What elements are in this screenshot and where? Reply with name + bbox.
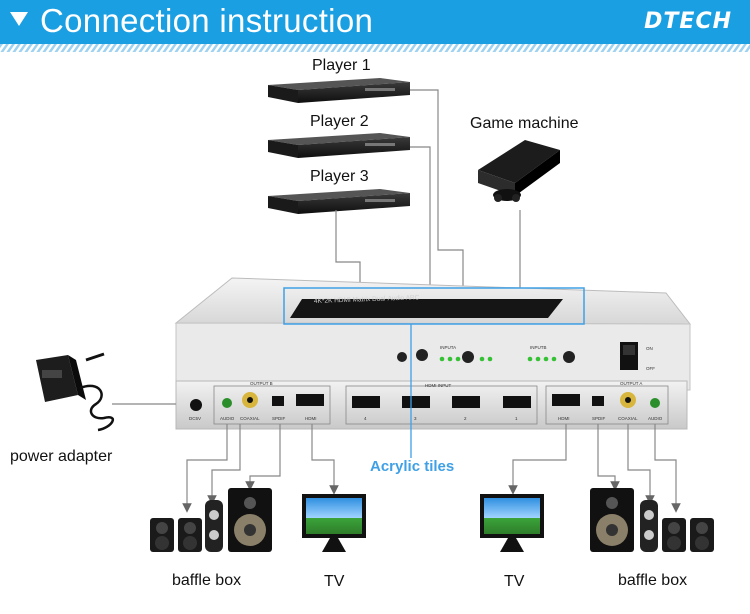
power-adapter-label: power adapter — [10, 448, 113, 465]
brand-logo: DTECH — [644, 9, 732, 34]
header-banner: Connection instruction DTECH — [0, 0, 750, 44]
hdmi-b-label: HDMI — [305, 416, 317, 421]
port-4-label: 4 — [364, 416, 367, 421]
player-1-device — [268, 78, 410, 103]
player-3-label: Player 3 — [310, 168, 369, 185]
audio-a-label: AUDIO — [648, 416, 663, 421]
spdif-b-label: SPDIF — [272, 416, 286, 421]
player-3-device — [268, 189, 410, 214]
acrylic-tiles-label: Acrylic tiles — [370, 458, 455, 475]
baffle-box-left-label: baffle box — [172, 572, 242, 589]
baffle-box-left — [150, 488, 272, 552]
port-3-label: 3 — [414, 416, 417, 421]
output-cables — [182, 424, 681, 513]
dc5v-label: DC5V — [189, 416, 201, 421]
inputb-label: INPUTB — [530, 345, 547, 350]
panel-text: 4K*2K HDMI Matrix Dual-Audio ARC — [314, 294, 420, 305]
hdmi-matrix-device — [174, 277, 692, 430]
game-machine-label: Game machine — [470, 115, 579, 132]
tv-right-label: TV — [504, 573, 525, 590]
baffle-box-right — [590, 488, 714, 552]
on-label: ON — [646, 346, 653, 351]
coaxial-b-label: COAXIAL — [240, 416, 260, 421]
triangle-down-icon — [10, 12, 28, 26]
header-stripe — [0, 44, 750, 52]
output-b-label: OUTPUT B — [250, 381, 273, 386]
baffle-box-right-label: baffle box — [618, 572, 688, 589]
player-2-device — [268, 133, 410, 158]
player-1-label: Player 1 — [312, 57, 371, 74]
page-title: Connection instruction — [40, 2, 374, 39]
game-machine-device — [478, 140, 560, 202]
power-adapter-device — [36, 352, 115, 432]
hdmi-input-label: HDMI INPUT — [425, 383, 451, 388]
player-2-label: Player 2 — [310, 113, 369, 130]
tv-left-device — [302, 494, 366, 552]
output-a-label: OUTPUT A — [620, 381, 642, 386]
off-label: OFF — [646, 366, 655, 371]
audio-b-label: AUDIO — [220, 416, 235, 421]
coaxial-a-label: COAXIAL — [618, 416, 638, 421]
tv-right-device — [480, 494, 544, 552]
inputa-label: INPUTA — [440, 345, 456, 350]
port-1-label: 1 — [515, 416, 518, 421]
tv-left-label: TV — [324, 573, 345, 590]
port-2-label: 2 — [464, 416, 467, 421]
spdif-a-label: SPDIF — [592, 416, 606, 421]
hdmi-a-label: HDMI — [558, 416, 570, 421]
